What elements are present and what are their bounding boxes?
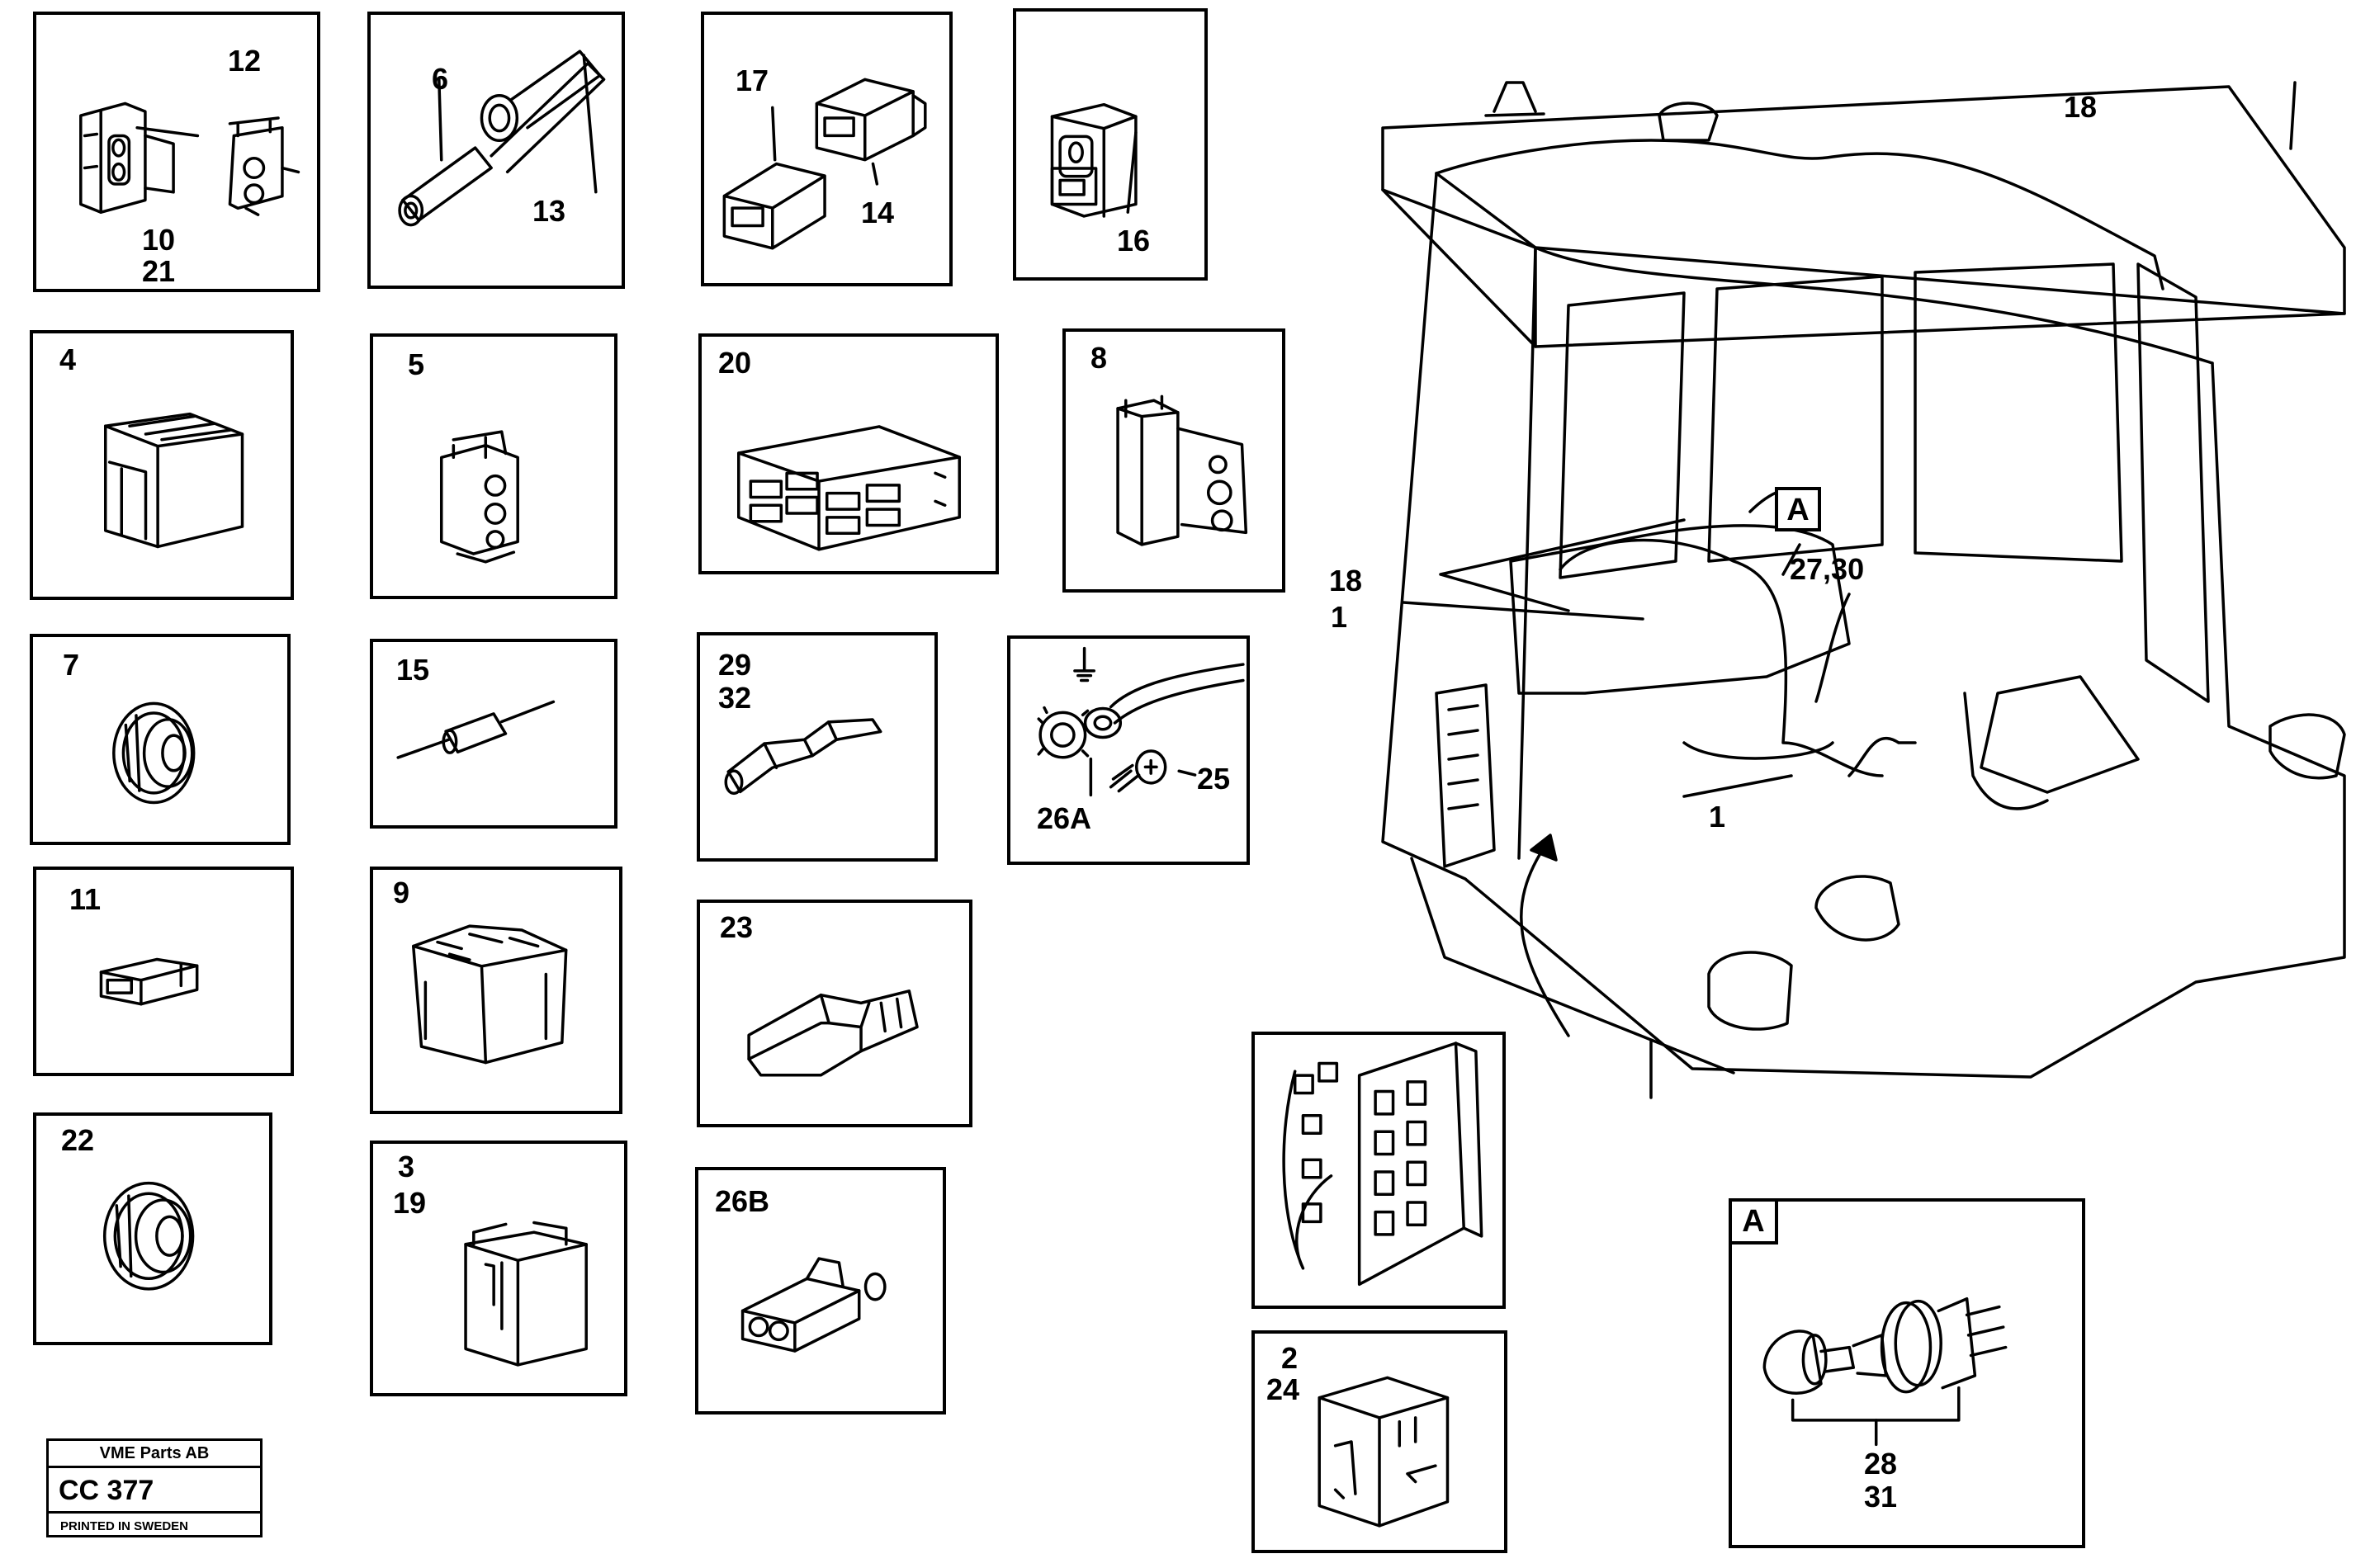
- panel-sleeve-6-13: 6 13: [367, 12, 625, 289]
- label-32: 32: [718, 681, 752, 715]
- label-26a: 26A: [1037, 801, 1092, 835]
- label-17: 17: [736, 64, 769, 97]
- panel-diode-15: 15: [370, 639, 617, 829]
- label-7: 7: [63, 648, 80, 682]
- label-24: 24: [1266, 1372, 1300, 1406]
- connector-10-12-drawing: [36, 15, 317, 289]
- panel-connector-5: 5: [370, 333, 617, 599]
- connector-23-drawing: [700, 903, 969, 1124]
- label-16: 16: [1117, 224, 1151, 257]
- relay-drawing: [33, 333, 291, 597]
- panel-fusebox-20: 20: [698, 333, 999, 574]
- connector-16-drawing: [1016, 12, 1204, 277]
- label-8: 8: [1090, 341, 1108, 375]
- label-6: 6: [432, 62, 449, 96]
- panel-ground-26a-25: 26A 25: [1007, 635, 1250, 865]
- terminal-drawing: [704, 15, 949, 283]
- label-20: 20: [718, 346, 752, 380]
- label-12: 12: [228, 44, 262, 78]
- label-23: 23: [720, 910, 754, 944]
- panel-relay-4: 4: [30, 330, 294, 600]
- drawing-stamp: VME Parts AB CC 377 PRINTED IN SWEDEN: [46, 1438, 263, 1537]
- panel-connector-26b: 26B: [695, 1167, 946, 1415]
- connector-9-drawing: [373, 870, 619, 1111]
- connector-26b-drawing: [698, 1170, 943, 1411]
- relay-2-24-drawing: [1255, 1334, 1504, 1550]
- fusebox-drawing: [702, 337, 996, 571]
- panel-connector-23: 23: [697, 900, 972, 1127]
- label-21: 21: [142, 254, 176, 288]
- cab-label-27-30: 27,30: [1790, 552, 1865, 586]
- sleeve-drawing: [371, 15, 622, 286]
- panel-connector-8: 8: [1062, 328, 1285, 593]
- cab-label-18-top: 18: [2064, 90, 2098, 124]
- panel-connector-9: 9: [370, 867, 622, 1114]
- stamp-printed: PRINTED IN SWEDEN: [60, 1519, 189, 1533]
- cab-label-18-left: 18: [1329, 564, 1363, 597]
- panel-relay-3-19: 3 19: [370, 1141, 627, 1396]
- cab-detail-a-tag: A: [1775, 487, 1821, 531]
- label-2: 2: [1281, 1341, 1299, 1375]
- label-3: 3: [398, 1150, 415, 1183]
- label-10: 10: [142, 223, 176, 257]
- diode-drawing: [373, 642, 614, 825]
- panel-connector-16: 16: [1013, 8, 1208, 281]
- label-19: 19: [393, 1186, 427, 1220]
- label-28: 28: [1864, 1447, 1898, 1481]
- relay-board-drawing: [1255, 1035, 1502, 1306]
- cab-label-1-lower: 1: [1709, 800, 1726, 834]
- ground-connection-drawing: [1010, 639, 1247, 862]
- label-5: 5: [408, 347, 425, 381]
- panel-connector-11: 11: [33, 867, 294, 1076]
- grommet-7-drawing: [33, 637, 287, 842]
- panel-relay-board-detail: [1251, 1032, 1506, 1309]
- label-26b: 26B: [715, 1184, 770, 1218]
- stamp-code: CC 377: [49, 1468, 260, 1514]
- cab-label-1-upper: 1: [1331, 600, 1348, 634]
- panel-terminal-29-32: 29 32: [697, 632, 938, 862]
- detail-a-tag: A: [1732, 1202, 1778, 1244]
- label-29: 29: [718, 648, 752, 682]
- panel-detail-a-switch: A 28 31: [1729, 1198, 2085, 1548]
- panel-relay-2-24: 2 24: [1251, 1330, 1507, 1553]
- panel-grommet-22: 22: [33, 1112, 272, 1345]
- panel-grommet-7: 7: [30, 634, 291, 845]
- label-25: 25: [1197, 762, 1231, 796]
- panel-connector-10-12: 12 10 21: [33, 12, 320, 292]
- panel-terminal-17-14: 17 14: [701, 12, 953, 286]
- cab-wiring-overview: [1381, 81, 2346, 1099]
- label-4: 4: [59, 342, 77, 376]
- grommet-22-drawing: [36, 1116, 269, 1342]
- connector-11-drawing: [36, 870, 291, 1073]
- label-9: 9: [393, 876, 410, 909]
- label-22: 22: [61, 1123, 95, 1157]
- stamp-company: VME Parts AB: [49, 1441, 260, 1468]
- label-13: 13: [532, 194, 566, 228]
- label-31: 31: [1864, 1480, 1898, 1514]
- label-15: 15: [396, 653, 430, 687]
- relay-3-19-drawing: [373, 1144, 624, 1393]
- connector-5-drawing: [373, 337, 614, 596]
- label-11: 11: [69, 882, 102, 916]
- rotary-switch-drawing: [1732, 1202, 2082, 1545]
- label-14: 14: [861, 196, 895, 229]
- connector-8-drawing: [1066, 332, 1282, 589]
- crimp-terminal-drawing: [700, 635, 934, 858]
